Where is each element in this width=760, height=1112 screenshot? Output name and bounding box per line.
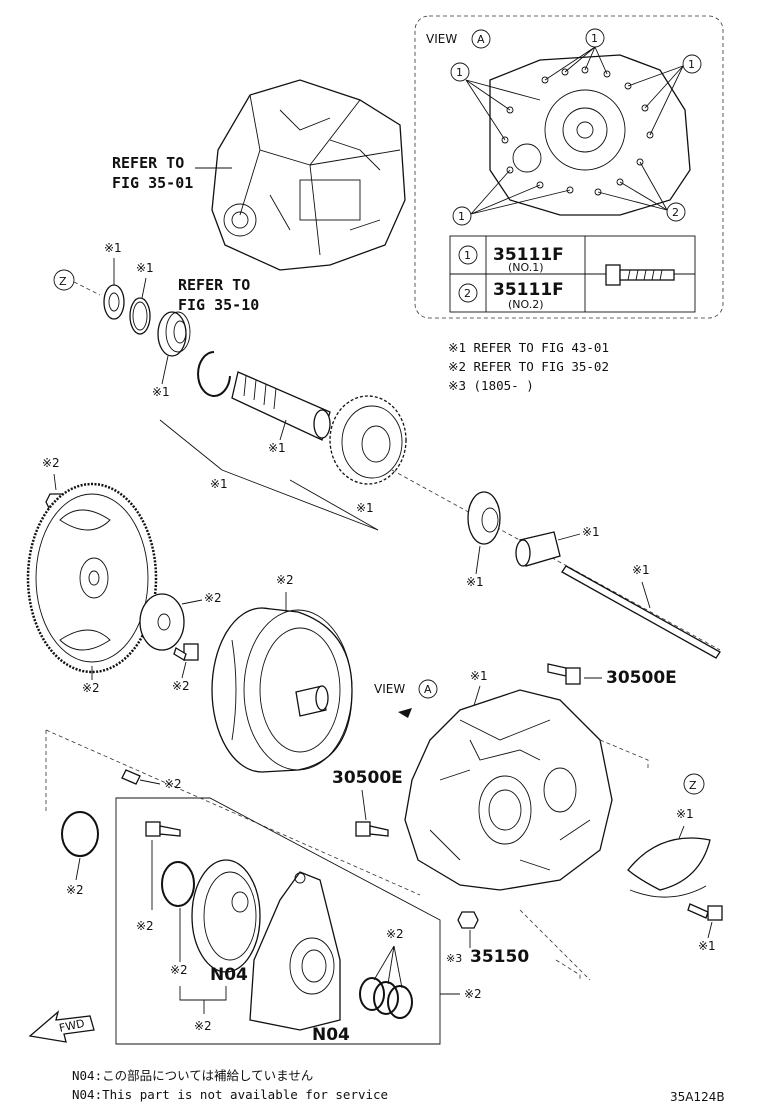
label-35150: 35150 <box>470 947 529 967</box>
footer-note-jp: N04:この部品については補給していません <box>72 1068 313 1083</box>
view-a-inset-letter: A <box>477 33 485 46</box>
label-n04-pump: N04 <box>312 1025 350 1045</box>
note-2: ※2 REFER TO FIG 35-02 <box>448 359 609 374</box>
mark-oring: ※1 <box>136 261 154 275</box>
mark-breather: ※3 <box>446 952 462 965</box>
table-row-2-sub: (NO.2) <box>508 298 544 311</box>
refer-fig-35-10-line2: FIG 35-10 <box>178 296 259 314</box>
pump-bolt <box>145 821 181 837</box>
mark-shaft-a: ※1 <box>268 441 286 455</box>
refer-fig-35-01-line2: FIG 35-01 <box>112 174 193 192</box>
oil-pump-box <box>115 797 441 1045</box>
view-a-letter: A <box>424 683 432 696</box>
bolt-icon <box>605 264 675 286</box>
pump-body <box>249 871 341 1031</box>
drive-gear <box>329 395 407 485</box>
pump-gasket <box>191 859 261 973</box>
seal-rings <box>359 977 413 1019</box>
mark-torque-converter: ※2 <box>276 573 294 587</box>
bolt-holes <box>501 66 654 196</box>
transaxle-assembly <box>211 79 406 271</box>
note-1: ※1 REFER TO FIG 43-01 <box>448 340 609 355</box>
shim-plate <box>467 491 501 545</box>
torque-converter <box>211 607 353 773</box>
mark-collar: ※1 <box>582 525 600 539</box>
mark-pump-oring: ※2 <box>170 963 188 977</box>
callout-1-bottom: 1 <box>458 210 465 223</box>
mark-nut: ※2 <box>42 456 60 470</box>
shield-bolt <box>687 903 723 921</box>
label-30500e-right: 30500E <box>606 668 677 688</box>
view-a-inset-title: VIEW <box>426 32 457 46</box>
table-row-2-part: 35111F <box>493 280 564 300</box>
converter-housing <box>404 689 613 891</box>
table-row-1-sub: (NO.1) <box>508 261 544 274</box>
mark-rod: ※1 <box>632 563 650 577</box>
letter-z-right: Z <box>689 779 697 792</box>
mark-bearing: ※1 <box>152 385 170 399</box>
mark-seal: ※1 <box>104 241 122 255</box>
label-30500e-left: 30500E <box>332 768 403 788</box>
mark-shield: ※1 <box>676 807 694 821</box>
callout-2: 2 <box>672 206 679 219</box>
spacer-plate <box>139 593 185 651</box>
note-3: ※3 (1805- ) <box>448 378 534 393</box>
breather <box>457 911 479 929</box>
table-row-1-part: 35111F <box>493 245 564 265</box>
mark-spacer: ※2 <box>204 591 222 605</box>
callout-1-top: 1 <box>591 32 598 45</box>
view-arrow-icon <box>398 708 412 718</box>
mark-shaft-b: ※1 <box>210 477 228 491</box>
view-a-inset: VIEW A 1 1 1 1 2 <box>414 15 724 319</box>
label-n04-gasket: N04 <box>210 965 248 985</box>
flywheel-bolt <box>173 643 199 661</box>
bolt-table: 1 35111F (NO.1) 2 35111F (NO.2) <box>449 235 696 313</box>
mark-housing: ※1 <box>470 669 488 683</box>
refer-fig-35-10-line1: REFER TO <box>178 276 250 294</box>
mark-shield-bolt: ※1 <box>698 939 716 953</box>
letter-z-left: Z <box>59 275 67 288</box>
mark-inner-box: ※2 <box>464 987 482 1001</box>
mark-small-bolt: ※2 <box>164 777 182 791</box>
mark-oring-left: ※2 <box>66 883 84 897</box>
housing-bolt-right <box>547 663 581 685</box>
collar <box>515 531 561 567</box>
footer-note-en: N04:This part is not available for servi… <box>72 1087 388 1102</box>
drive-plate <box>26 482 158 674</box>
dust-shield <box>627 837 711 898</box>
table-row-2-num: 2 <box>464 287 471 300</box>
housing-bolt-left <box>355 821 389 837</box>
diagram-code: 35A124B <box>670 1090 725 1104</box>
mark-flywheel-bolt: ※2 <box>172 679 190 693</box>
callout-1-right: 1 <box>688 58 695 71</box>
input-shaft <box>231 371 331 441</box>
mark-gear: ※1 <box>356 501 374 515</box>
view-a-label: VIEW <box>374 682 405 696</box>
callout-1-left: 1 <box>456 66 463 79</box>
table-row-1-num: 1 <box>464 249 471 262</box>
mark-shim: ※1 <box>466 575 484 589</box>
fwd-label: FWD <box>58 1017 86 1035</box>
mark-pump-bolt: ※2 <box>136 919 154 933</box>
fwd-arrow-icon: FWD <box>28 1010 95 1043</box>
mark-seal-rings: ※2 <box>386 927 404 941</box>
mark-drive-plate: ※2 <box>82 681 100 695</box>
mark-pump-group: ※2 <box>194 1019 212 1033</box>
refer-fig-35-01-line1: REFER TO <box>112 154 184 172</box>
